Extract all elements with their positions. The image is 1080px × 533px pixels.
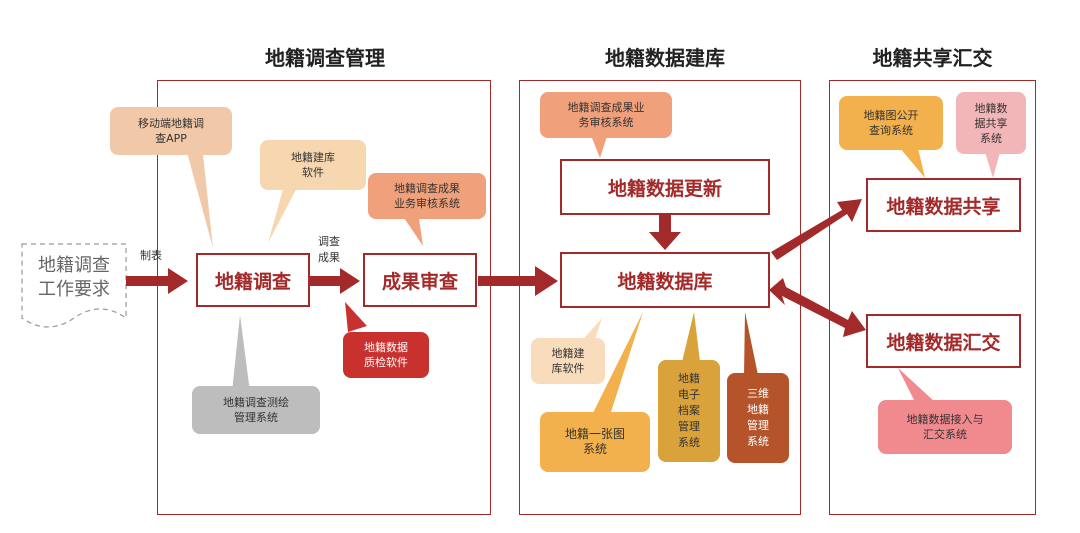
- callout-three-d-line-4: 系统: [747, 435, 769, 448]
- callout-build-software-line-2: 软件: [302, 166, 324, 179]
- tail-mobile-app: [185, 145, 213, 248]
- callout-mobile-app-line-2: 查APP: [155, 132, 187, 145]
- callout-access-submit-line-2: 汇交系统: [923, 428, 967, 441]
- callout-review-system-line-1: 地籍调查成果: [394, 182, 460, 195]
- callout-data-share-sys: 地籍数 据共享 系统: [956, 92, 1026, 154]
- callout-e-archive: 地籍 电子 档案 管理 系统: [658, 360, 720, 462]
- edge-label-input: 制表: [140, 249, 162, 262]
- callout-one-map-line-2: 系统: [582, 442, 607, 456]
- tail-qc-software: [345, 302, 367, 332]
- callout-one-map-line-1: 地籍一张图: [564, 427, 625, 441]
- tail-access-submit: [898, 368, 935, 402]
- callout-db-build-software: 地籍建库软件: [531, 338, 605, 384]
- callout-access-submit: 地籍数据接入与汇交系统: [878, 400, 1012, 454]
- input-document-shape: [21, 243, 127, 328]
- section-title-survey: 地籍调查管理: [265, 46, 385, 70]
- tail-business-review: [590, 133, 608, 158]
- callout-qc-software-line-1: 地籍数据: [364, 341, 408, 354]
- arrow-survey-to-review: [310, 268, 360, 294]
- callout-e-archive-line-5: 系统: [678, 436, 700, 449]
- tail-build-software: [268, 182, 300, 243]
- edge-label-survey-result-line-2: 成果: [318, 251, 340, 264]
- callout-business-review-line-1: 地籍调查成果业: [567, 101, 645, 114]
- callout-survey-mapping-line-1: 地籍调查测绘: [223, 396, 289, 409]
- callout-qc-software-line-2: 质检软件: [364, 356, 408, 369]
- arrow-input-to-survey: [126, 268, 188, 294]
- edge-label-survey-result: 调查 成果: [318, 234, 340, 266]
- box-database: 地籍数据库: [560, 252, 770, 308]
- callout-e-archive-line-4: 管理: [678, 420, 700, 433]
- tail-db-build-software: [580, 318, 602, 343]
- input-document-label: 地籍调查 工作要求: [24, 254, 124, 302]
- callout-data-share-sys-line-1: 地籍数: [974, 101, 1008, 115]
- callout-data-share-sys-line-2: 据共享: [974, 116, 1008, 130]
- tail-review-system: [400, 212, 423, 246]
- callout-public-query-line-2: 查询系统: [869, 124, 913, 137]
- box-share: 地籍数据共享: [866, 178, 1021, 232]
- callout-survey-mapping: 地籍调查测绘管理系统: [192, 386, 320, 434]
- section-title-sharing: 地籍共享汇交: [872, 46, 993, 70]
- callout-access-submit-line-1: 地籍数据接入与: [906, 413, 984, 426]
- callout-public-query: 地籍图公开查询系统: [839, 96, 943, 150]
- tail-e-archive: [682, 312, 700, 362]
- callout-db-build-software-line-2: 库软件: [551, 362, 585, 375]
- callout-build-software-line-1: 地籍建库: [291, 151, 335, 164]
- box-review: 成果审查: [363, 253, 477, 307]
- callout-e-archive-line-2: 电子: [678, 388, 700, 401]
- arrow-review-to-database: [478, 266, 558, 296]
- callout-three-d-line-3: 管理: [747, 419, 769, 432]
- callout-three-d: 三维 地籍 管理 系统: [727, 373, 789, 463]
- callout-data-share-sys-line-3: 系统: [980, 131, 1002, 145]
- callout-e-archive-line-1: 地籍: [678, 372, 700, 385]
- callout-public-query-line-1: 地籍图公开: [863, 109, 919, 122]
- box-survey: 地籍调查: [196, 253, 310, 307]
- frame-sharing-section: [829, 80, 1036, 515]
- callout-e-archive-line-3: 档案: [678, 404, 700, 417]
- callout-survey-mapping-line-2: 管理系统: [234, 411, 278, 424]
- tail-one-map: [592, 312, 643, 415]
- arrow-update-to-database: [649, 215, 681, 250]
- frame-survey-section: [157, 80, 491, 515]
- tail-three-d: [744, 312, 758, 375]
- box-submit: 地籍数据汇交: [866, 314, 1021, 368]
- callout-one-map: 地籍一张图系统: [540, 412, 650, 472]
- section-title-database: 地籍数据建库: [605, 46, 725, 70]
- box-update: 地籍数据更新: [560, 159, 770, 215]
- tail-survey-mapping: [232, 315, 250, 392]
- input-document-line-1: 地籍调查: [38, 255, 110, 276]
- callout-mobile-app-line-1: 移动端地籍调: [138, 117, 204, 130]
- tail-data-share-sys: [985, 152, 1000, 178]
- input-document-line-2: 工作要求: [38, 279, 110, 300]
- callout-build-software: 地籍建库软件: [260, 140, 366, 190]
- callout-three-d-line-1: 三维: [747, 387, 769, 400]
- arrow-database-to-share: [771, 199, 862, 260]
- arrow-submit-to-database: [769, 278, 866, 337]
- callout-three-d-line-2: 地籍: [747, 403, 769, 416]
- edge-label-survey-result-line-1: 调查: [318, 235, 340, 248]
- callout-review-system-line-2: 业务审核系统: [394, 197, 460, 210]
- callout-qc-software: 地籍数据质检软件: [343, 332, 429, 378]
- callout-mobile-app: 移动端地籍调查APP: [110, 107, 232, 155]
- callout-db-build-software-line-1: 地籍建: [551, 347, 585, 360]
- tail-public-query: [900, 148, 925, 178]
- callout-review-system: 地籍调查成果业务审核系统: [368, 173, 486, 219]
- callout-business-review: 地籍调查成果业务审核系统: [540, 92, 672, 138]
- callout-business-review-line-2: 务审核系统: [578, 116, 634, 129]
